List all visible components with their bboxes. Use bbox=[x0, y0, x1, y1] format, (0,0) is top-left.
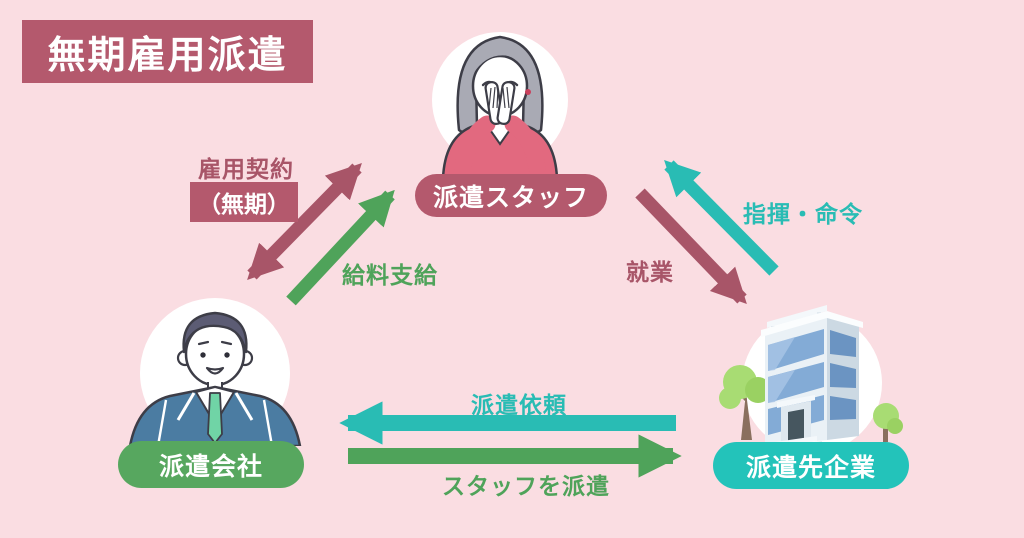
node-dispatch-staff-label: 派遣スタッフ bbox=[432, 183, 589, 212]
client-company-illustration-icon bbox=[719, 305, 903, 453]
label-employment-contract-indefinite: （無期） bbox=[190, 182, 298, 222]
label-employment-contract: 雇用契約 bbox=[198, 156, 294, 182]
label-salary-payment: 給料支給 bbox=[342, 262, 438, 288]
dispatch-staff-illustration-icon bbox=[441, 35, 559, 178]
dispatch-agency-illustration-icon bbox=[128, 311, 302, 446]
arrow-salary-payment bbox=[286, 189, 395, 306]
node-client-company-label: 派遣先企業 bbox=[745, 453, 876, 482]
label-dispatch-request: 派遣依頼 bbox=[471, 392, 567, 418]
node-dispatch-agency: 派遣会社 bbox=[118, 441, 304, 488]
arrow-direction-order bbox=[664, 160, 779, 276]
label-staff-dispatch: スタッフを派遣 bbox=[442, 473, 610, 499]
arrow-employment-contract bbox=[247, 162, 362, 281]
label-work: 就業 bbox=[626, 259, 674, 285]
page-title-text: 無期雇用派遣 bbox=[47, 35, 288, 77]
node-client-company: 派遣先企業 bbox=[713, 442, 909, 489]
page-title: 無期雇用派遣 bbox=[22, 20, 313, 83]
node-dispatch-staff: 派遣スタッフ bbox=[415, 174, 607, 217]
node-dispatch-agency-label: 派遣会社 bbox=[158, 452, 263, 481]
label-direction-order: 指揮・命令 bbox=[743, 201, 863, 227]
arrow-work bbox=[635, 188, 747, 305]
